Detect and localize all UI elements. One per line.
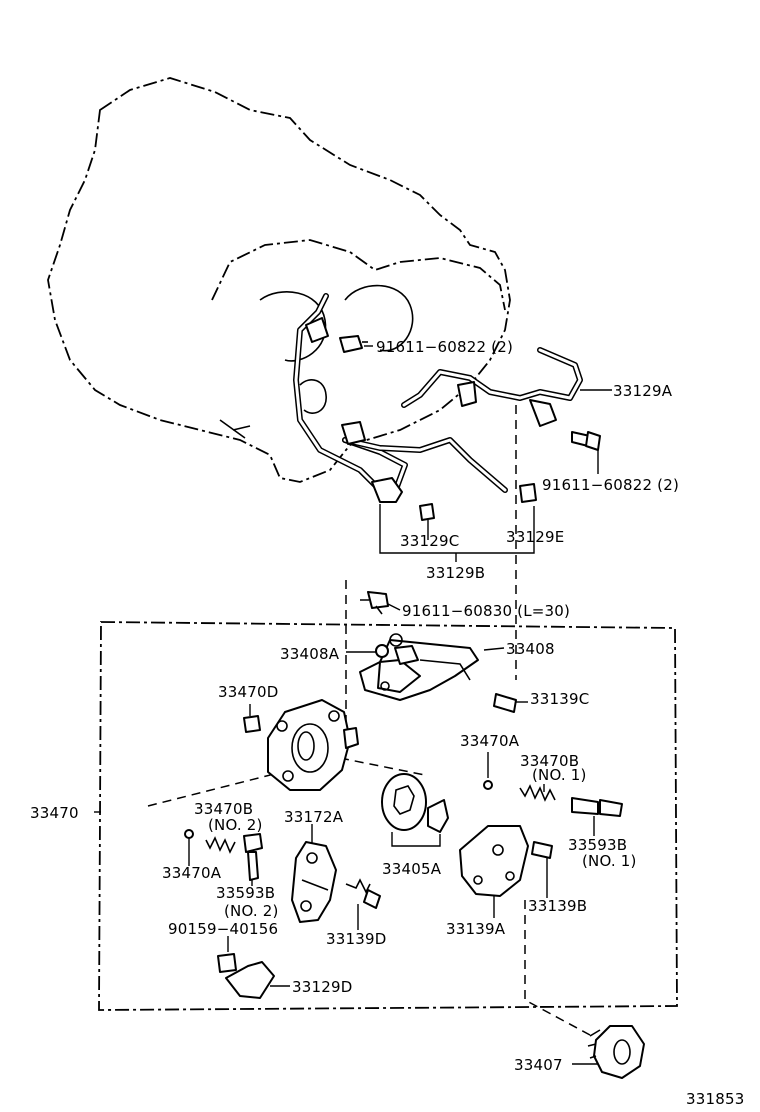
label-33408A: 33408A: [280, 645, 340, 663]
label-33139C: 33139C: [530, 690, 589, 708]
spring-33470B-no1: [519, 784, 556, 802]
ball-33470A-right: [483, 780, 493, 790]
label-33129C: 33129C: [400, 532, 459, 550]
union-33129E: [519, 483, 537, 503]
union-33129C: [419, 503, 435, 521]
label-33408: 33408: [506, 640, 555, 658]
label-33129B: 33129B: [426, 564, 485, 582]
spring-33470B-no2: [205, 836, 236, 854]
plunger-33593B-no1: [571, 797, 623, 817]
assembly-boundary-33470: [98, 621, 678, 1011]
plug-33470D: [243, 715, 261, 733]
label-33470A-left: 33470A: [162, 864, 222, 882]
rotor-33405A: [381, 773, 449, 847]
label-33139B: 33139B: [528, 897, 587, 915]
label-33470B-no2-sub: (NO. 2): [208, 816, 263, 834]
transmission-housing: [47, 77, 511, 483]
label-33129A: 33129A: [613, 382, 673, 400]
label-33129D: 33129D: [292, 978, 352, 996]
bolt-33139B: [531, 841, 553, 859]
figure-number: 331853: [686, 1090, 744, 1108]
bolt-33139C: [493, 693, 517, 713]
label-33593B-no1-sub: (NO. 1): [582, 852, 637, 870]
label-91611-60822-right: 91611−60822 (2): [542, 476, 679, 494]
group-bracket-33129B: [379, 504, 535, 562]
label-33405A: 33405A: [382, 860, 442, 878]
label-33593B-no2-sub: (NO. 2): [224, 902, 279, 920]
label-33470B-no1: 33470B: [520, 752, 579, 770]
drive-gear-33407: [587, 1025, 645, 1079]
label-33139D: 33139D: [326, 930, 386, 948]
label-33593B-no2: 33593B: [216, 884, 275, 902]
ball-33470A-left: [184, 829, 194, 839]
bolt-91611-60830: [367, 591, 389, 615]
solenoid-bracket-33408: [359, 633, 479, 701]
pipe-33129D: [225, 961, 275, 999]
label-33407: 33407: [514, 1056, 563, 1074]
label-33470A-right: 33470A: [460, 732, 520, 750]
part-labels: 91611−60822 (2) 33129A 91611−60822 (2) 3…: [30, 338, 744, 1108]
label-33139A: 33139A: [446, 920, 506, 938]
label-33129E: 33129E: [506, 528, 564, 546]
bolt-90159-40156: [217, 953, 237, 973]
label-91611-60830: 91611−60830 (L=30): [402, 602, 570, 620]
label-90159-40156: 90159−40156: [168, 920, 278, 938]
leader-lines: [94, 345, 612, 1065]
bolt-91611-60822-right: [571, 431, 601, 451]
plunger-33593B-no2: [243, 833, 263, 881]
label-91611-60822-top: 91611−60822 (2): [376, 338, 513, 356]
pump-cover-33172A: [291, 841, 337, 923]
bolt-33139D: [345, 878, 381, 909]
oil-pipe-assembly: [293, 293, 583, 503]
label-33470B-no2: 33470B: [194, 800, 253, 818]
label-33470D: 33470D: [218, 683, 278, 701]
label-33593B-no1: 33593B: [568, 836, 627, 854]
pump-plate-33139A: [459, 825, 529, 897]
pump-housing: [267, 699, 359, 791]
pin-33408A: [375, 644, 389, 658]
label-33470: 33470: [30, 804, 79, 822]
label-33172A: 33172A: [284, 808, 344, 826]
label-33470B-no1-sub: (NO. 1): [532, 766, 587, 784]
bolt-91611-60822-top: [339, 335, 368, 353]
